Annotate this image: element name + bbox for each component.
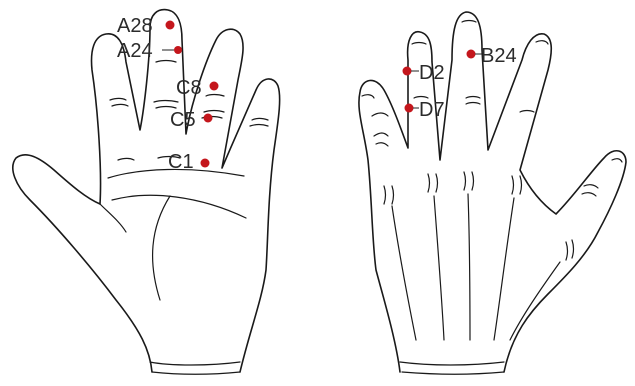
point-d2-label: D2 (419, 62, 445, 84)
point-a28[interactable]: A28 (117, 15, 175, 37)
right-wrist-crease (400, 362, 504, 365)
point-c5-label: C5 (170, 109, 196, 131)
point-a24-dot (174, 46, 182, 54)
point-d2[interactable]: D2 (403, 62, 445, 84)
left-hand-outline (13, 10, 280, 372)
right-tendon (392, 206, 416, 340)
point-c8-label: C8 (176, 77, 202, 99)
point-c5[interactable]: C5 (170, 109, 213, 131)
point-c8-dot (210, 82, 219, 91)
left-wrist-crease (150, 362, 240, 365)
point-a24[interactable]: A24 (117, 40, 182, 62)
point-c5-dot (204, 114, 213, 123)
point-d2-dot (403, 67, 412, 76)
left-finger-crease (110, 99, 126, 101)
acupoints-layer: A28 A24 C8 C5 C1 D2 B24 (117, 15, 517, 173)
point-a28-dot (166, 21, 175, 30)
point-b24-label: B24 (481, 45, 517, 67)
left-hand-palm (13, 10, 280, 375)
right-knuckle-wrinkle (372, 113, 388, 116)
point-d7[interactable]: D7 (405, 99, 445, 121)
point-c1-dot (201, 159, 210, 168)
point-a24-label: A24 (117, 40, 153, 62)
point-c8[interactable]: C8 (176, 77, 219, 99)
point-d7-label: D7 (419, 99, 445, 121)
point-d7-dot (405, 104, 414, 113)
point-c1[interactable]: C1 (168, 151, 210, 173)
point-b24-dot (467, 50, 476, 59)
point-a28-label: A28 (117, 15, 153, 37)
point-c1-label: C1 (168, 151, 194, 173)
point-b24[interactable]: B24 (467, 45, 517, 67)
